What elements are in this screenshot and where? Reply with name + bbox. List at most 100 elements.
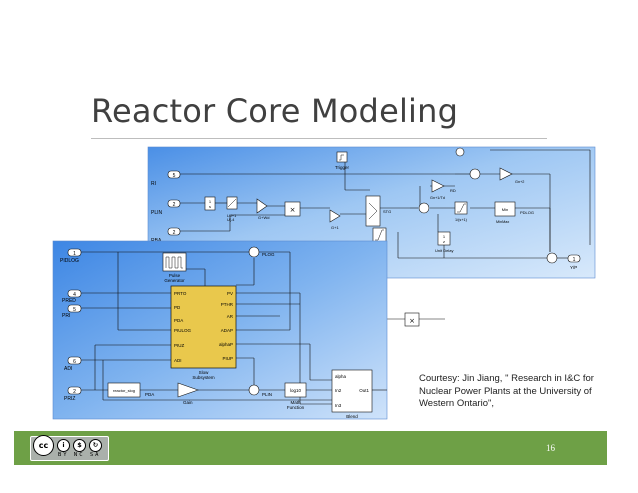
gain-label: Gain — [183, 400, 193, 405]
pulse-generator-block — [162, 252, 187, 272]
slow-port-pd: PD — [174, 305, 181, 310]
nc-icon: $ — [73, 438, 86, 452]
math-function-label2: Function — [287, 405, 305, 410]
footer-bar — [14, 431, 607, 465]
plin-label: PLIN — [262, 392, 272, 397]
back-gain-1-label: G+1 — [331, 225, 339, 230]
back-port-rba-num: 2 — [173, 230, 176, 236]
sa-icon: ↻ — [89, 438, 102, 452]
back-delay-block — [437, 231, 451, 246]
back-delay-label: Unit Delay — [435, 248, 453, 253]
math-function-block — [284, 382, 307, 398]
in-port-pidlog-label: PIDLOG — [60, 258, 79, 264]
slow-subsystem-block — [170, 285, 237, 369]
slow-subsystem-label2: Subsystem — [192, 375, 215, 380]
slow-port-pda: PDA — [174, 318, 183, 323]
slow-port-adi: ADI — [174, 358, 182, 363]
trigger-block — [336, 151, 348, 163]
back-lower-sat — [372, 227, 387, 243]
slow-port-alphap: alphaP — [219, 342, 233, 347]
back-gain-1 — [329, 209, 341, 223]
math-function-label: Math — [290, 400, 301, 405]
back-gain-2 — [431, 179, 445, 193]
trigger-label: Trigger — [335, 165, 350, 170]
cc-license-badge[interactable]: cc i $ ↻ BY NC SA — [30, 434, 109, 461]
pulse-label2: Generator — [164, 278, 185, 283]
gain-block — [177, 382, 199, 398]
slow-port-piup: PIUP — [222, 356, 233, 361]
sum-plog — [248, 246, 260, 258]
back-diagram-lower: × — [387, 312, 445, 327]
sum-plin — [248, 384, 260, 396]
blend-port-out1: Out1 — [359, 388, 369, 393]
in-port-pred-num: 4 — [73, 292, 76, 298]
in-port-pri-label: PRI — [62, 313, 70, 319]
slow-port-piuz: PIUZ — [174, 343, 185, 348]
slide-title: Reactor Core Modeling — [91, 92, 459, 130]
page-number: 16 — [546, 443, 555, 453]
front-diagram: 1 PIDLOG 4 PRED 5 PRI 6 ADI 2 PRIZ — [52, 240, 388, 420]
in-port-priz-num: 2 — [73, 389, 76, 395]
in-port-adi — [67, 356, 82, 365]
back-port-plin-num: 2 — [173, 202, 176, 208]
in-port-pri-num: 5 — [73, 307, 76, 313]
blend-label: Blend — [346, 414, 358, 419]
back-tf-den: s — [209, 204, 211, 209]
back-tf-num: 1 — [209, 199, 212, 204]
in-port-pidlog — [67, 248, 82, 257]
title-divider — [91, 138, 547, 139]
cc-terms: BY NC SA — [58, 452, 101, 458]
cc-icons: cc i $ ↻ — [33, 434, 107, 456]
back-sat-block — [454, 201, 468, 215]
back-switch-block — [365, 195, 381, 227]
pulse-label: Pulse — [169, 273, 181, 278]
back-mult-sym: × — [290, 206, 296, 214]
back-gain-wd — [256, 198, 268, 214]
back-gain-3 — [499, 167, 513, 181]
back-sum-out — [546, 252, 558, 264]
back-sum-1 — [418, 202, 430, 214]
back-lu-label2: U(-4 — [227, 218, 234, 222]
blend-port-in2: In2 — [335, 388, 342, 393]
back-delay-num: 1 — [443, 234, 446, 239]
back-gain-2-label: Gn+1/Td — [430, 196, 445, 200]
back-port-ri-label: RI — [151, 181, 156, 187]
back-port-ri — [167, 170, 181, 179]
back-mult-lower — [404, 312, 420, 327]
back-rd-label: RD — [450, 188, 456, 193]
in-port-adi-num: 6 — [73, 359, 76, 365]
back-out-port — [567, 254, 581, 263]
back-port-plin — [167, 199, 181, 208]
cc-icon: cc — [33, 434, 54, 456]
slow-port-ar: AR — [227, 314, 234, 319]
reactor-slog-block — [107, 382, 141, 398]
back-tf-block — [204, 196, 216, 211]
back-lu-label: LU+1 — [227, 214, 236, 218]
slow-port-pv: PV — [227, 291, 233, 296]
by-icon: i — [57, 438, 70, 452]
slow-port-piulog: PIULOG — [174, 328, 192, 333]
slow-subsystem-label: Slow — [199, 370, 210, 375]
in-port-pri — [67, 304, 82, 313]
front-in-ports: 1 PIDLOG 4 PRED 5 PRI 6 ADI 2 PRIZ — [60, 248, 82, 402]
back-out-port-label: Y/P — [570, 265, 577, 270]
back-gain-wd-label: G+Wd — [258, 215, 269, 220]
slow-port-pthr: PTHR — [221, 302, 234, 307]
blend-port-alpha: alpha — [335, 374, 347, 379]
reactor-slog-label: reactor_slog — [113, 388, 135, 393]
back-mult-block — [284, 201, 301, 217]
in-port-pidlog-num: 1 — [73, 251, 76, 257]
in-port-adi-label: ADI — [64, 366, 72, 372]
in-port-pred-label: PRED — [62, 298, 76, 304]
pulse-wave-icon — [165, 256, 183, 269]
slow-port-prto: PRTO — [174, 291, 187, 296]
log10-label: log10 — [290, 388, 302, 393]
back-sum-3 — [455, 147, 465, 157]
in-port-priz-label: PRIZ — [64, 396, 75, 402]
courtesy-caption: Courtesy: Jin Jiang, " Research in I&C f… — [419, 373, 594, 409]
back-mult-lower-sym: × — [409, 317, 415, 325]
in-port-pred — [67, 289, 82, 298]
back-minmax-label: MinMax — [496, 220, 509, 224]
blend-block — [331, 369, 373, 413]
